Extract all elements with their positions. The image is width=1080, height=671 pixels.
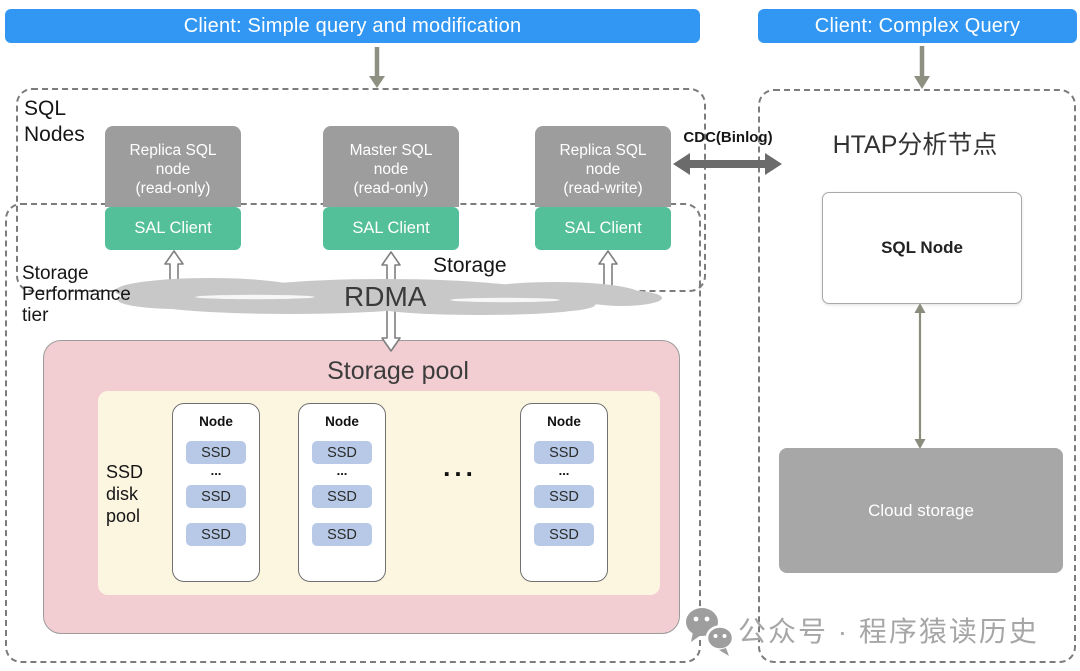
ssd-chip: SSD (186, 441, 246, 464)
storage-node-2: Node SSD ... SSD SSD (298, 403, 386, 582)
client-complex-query-label: Client: Complex Query (814, 14, 1021, 37)
storage-label: Storage (433, 254, 507, 277)
ssd-chip: SSD (534, 441, 594, 464)
sal-client-3: SAL Client (535, 207, 671, 250)
ssd-disk-pool-label: SSD disk pool (106, 462, 144, 526)
htap-analysis-box (758, 89, 1076, 663)
ssd-ellipsis: ... (210, 463, 222, 478)
wechat-icon (686, 608, 735, 656)
storage-performance-tier-label: Storage Performance tier (22, 263, 131, 326)
down-arrow-right (914, 46, 930, 89)
watermark-text: 公众号 · 程序猿读历史 (738, 616, 1039, 647)
ssd-chip: SSD (186, 485, 246, 508)
down-arrow-left (369, 47, 385, 88)
cloud-storage-box: Cloud storage (779, 448, 1063, 573)
htap-sql-node-box: SQL Node (822, 192, 1022, 304)
storage-node-3-title: Node (547, 414, 581, 429)
ssd-chip: SSD (312, 523, 372, 546)
master-sql-node: Master SQL node (read-only) (323, 126, 459, 207)
ssd-ellipsis: ... (558, 463, 570, 478)
replica-sql-node-read-write: Replica SQL node (read-write) (535, 126, 671, 207)
ssd-chip: SSD (312, 441, 372, 464)
client-simple-query-label: Client: Simple query and modification (183, 14, 522, 37)
ssd-chip: SSD (312, 485, 372, 508)
sal-client-1: SAL Client (105, 207, 241, 250)
ssd-chip: SSD (534, 485, 594, 508)
htap-title: HTAP分析节点 (832, 131, 998, 159)
storage-pool-title: Storage pool (327, 357, 469, 385)
storage-node-2-title: Node (325, 414, 359, 429)
replica-sql-node-read-only: Replica SQL node (read-only) (105, 126, 241, 207)
cdc-binlog-label: CDC(Binlog) (683, 129, 773, 146)
ssd-chip: SSD (534, 523, 594, 546)
sal-client-2: SAL Client (323, 207, 459, 250)
storage-node-3: Node SSD ... SSD SSD (520, 403, 608, 582)
storage-node-1: Node SSD ... SSD SSD (172, 403, 260, 582)
nodes-ellipsis: ... (443, 452, 477, 482)
ssd-chip: SSD (186, 523, 246, 546)
rdma-label: RDMA (344, 281, 427, 312)
ssd-ellipsis: ... (336, 463, 348, 478)
sql-nodes-title: SQL Nodes (24, 97, 85, 146)
client-simple-query-banner: Client: Simple query and modification (5, 9, 700, 43)
storage-node-1-title: Node (199, 414, 233, 429)
client-complex-query-banner: Client: Complex Query (758, 9, 1077, 43)
